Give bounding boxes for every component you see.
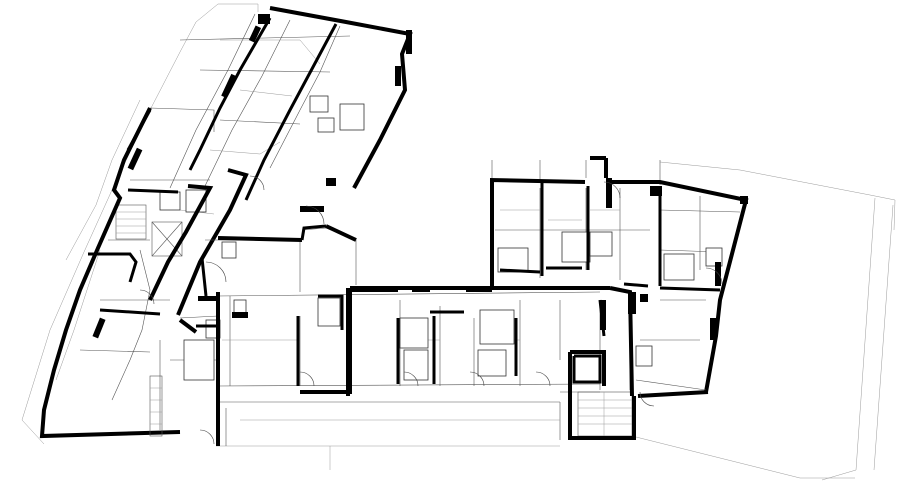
door-swings [139, 175, 723, 445]
left-wing-walls [39, 6, 413, 439]
right-wing-walls [490, 156, 749, 393]
central-block-walls [178, 224, 518, 446]
central-block-interior [149, 227, 601, 446]
right-wing-interior [491, 160, 741, 281]
lower-right-walls [568, 286, 709, 440]
left-wing-interior [79, 13, 365, 401]
site-outline [21, 3, 896, 481]
